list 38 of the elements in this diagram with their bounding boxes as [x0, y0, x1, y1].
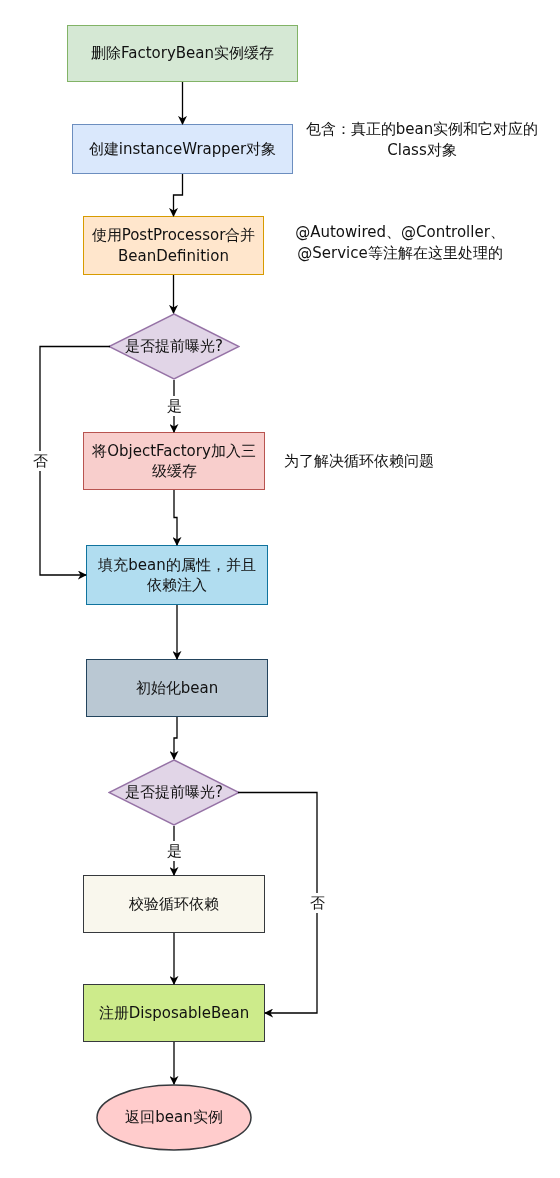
arrow: [237, 791, 318, 1018]
process-box: [86, 545, 268, 605]
arrow: [169, 274, 178, 314]
process-box: [83, 875, 265, 933]
edge-label: 否: [32, 450, 48, 471]
annotation-text: 包含：真正的bean实例和它对应的Class对象: [304, 119, 540, 161]
step-text: 是否提前曝光?: [124, 336, 224, 357]
arrow: [39, 345, 111, 580]
step-text: 填充bean的属性，并且依赖注入: [97, 554, 257, 596]
decision-diamond: [108, 313, 240, 380]
arrow: [172, 489, 182, 546]
edge-label: 是: [166, 840, 182, 861]
end-ellipse: [96, 1084, 252, 1151]
step-text: 删除FactoryBean实例缓存: [90, 43, 275, 64]
arrow: [178, 81, 187, 125]
process-box: [83, 984, 265, 1042]
arrow: [169, 379, 179, 433]
arrow: [169, 716, 179, 760]
step-text: 创建instanceWrapper对象: [87, 138, 278, 160]
edge-label: 是: [166, 396, 182, 416]
arrow: [169, 173, 184, 217]
arrow: [169, 932, 179, 985]
step-text: 校验循环依赖: [128, 893, 220, 915]
decision-diamond: [108, 759, 240, 826]
step-text: 初始化bean: [134, 677, 220, 699]
step-text: 使用PostProcessor合并BeanDefinition: [90, 225, 257, 266]
annotation-text: 为了解决循环依赖问题: [283, 451, 435, 472]
arrow: [169, 1041, 179, 1085]
process-box: [67, 25, 298, 82]
arrow: [172, 604, 182, 660]
edge-label: 否: [309, 892, 325, 913]
step-text: 返回bean实例: [124, 1107, 224, 1128]
step-text: 将ObjectFactory加入三级缓存: [91, 440, 257, 482]
step-text: 是否提前曝光?: [124, 782, 224, 803]
arrow: [169, 825, 179, 876]
process-box: [86, 659, 268, 717]
step-text: 注册DisposableBean: [97, 1002, 251, 1024]
annotation-text: @Autowired、@Controller、@Service等注解在这里处理的: [294, 222, 506, 264]
